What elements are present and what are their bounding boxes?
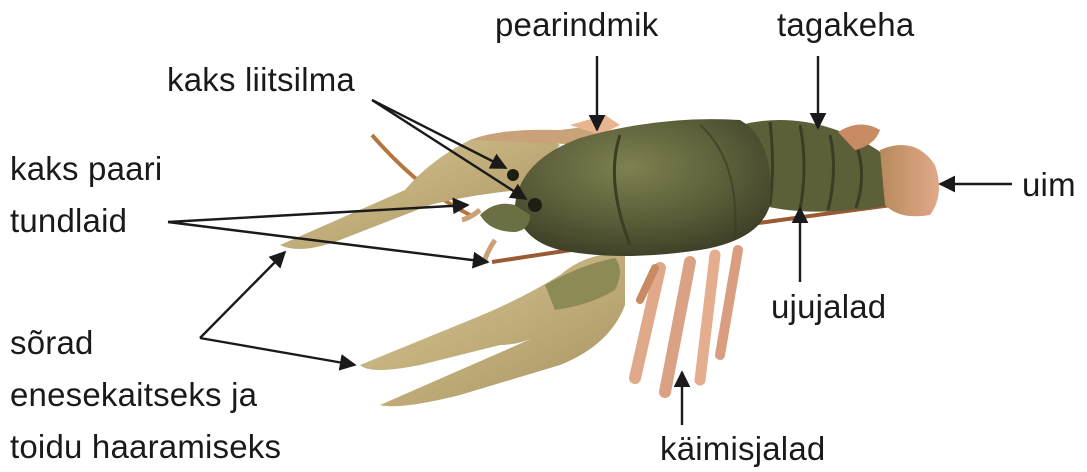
lower-claw-shape [360, 254, 625, 406]
label-compound-eyes: kaks liitsilma [167, 63, 355, 96]
label-claws-line3: toidu haaramiseks [10, 430, 281, 463]
walking-legs-shape [635, 250, 738, 392]
eye-lower [528, 198, 542, 212]
label-antennae-line2: tundlaid [10, 204, 127, 237]
label-antennae-line1: kaks paari [10, 152, 162, 185]
eye-upper [507, 169, 519, 181]
label-abdomen: tagakeha [777, 8, 914, 41]
arrow-antenna-1 [168, 205, 468, 222]
label-tail-fan: uim [1022, 168, 1076, 201]
label-head-thorax: pearindmik [495, 8, 658, 41]
crayfish-illustration [280, 115, 939, 406]
arrow-claw-1 [200, 252, 285, 338]
label-claws-line2: enesekaitseks ja [10, 378, 257, 411]
label-claws-line1: sõrad [10, 326, 94, 359]
arrow-claw-2 [200, 338, 355, 365]
label-swimmerets: ujujalad [771, 290, 886, 323]
label-walking-legs: käimisjalad [660, 432, 825, 465]
